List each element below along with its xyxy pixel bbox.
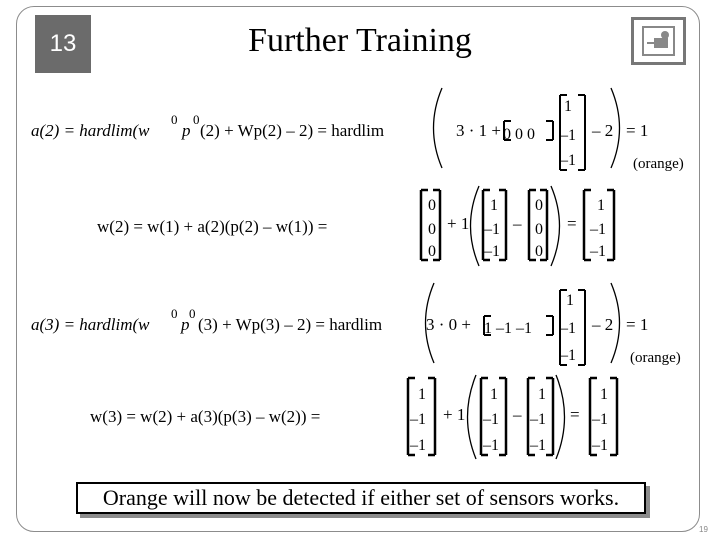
eq4-a-0: 1 xyxy=(418,386,426,403)
eq1-minus: – 2 xyxy=(591,121,613,140)
eq3-minus: – 2 xyxy=(591,315,613,334)
eq4-a-1: –1 xyxy=(409,411,426,428)
network-logo-icon xyxy=(631,17,686,65)
eq2-a-0: 0 xyxy=(428,197,436,214)
equation-w3: w(3) = w(2) + a(3)(p(3) – w(2)) = 1 –1 –… xyxy=(90,374,619,460)
eq2-p-1: –1 xyxy=(483,221,500,238)
eq2-res-2: –1 xyxy=(589,243,606,260)
eq3-col-0: 1 xyxy=(566,292,574,309)
equation-a3: a(3) = hardlim(w 0 p 0 (3) + Wp(3) – 2) … xyxy=(31,282,681,366)
eq1-term: 3 · 1 + xyxy=(456,121,501,140)
eq4-p-1: –1 xyxy=(482,411,499,428)
eq1-row: 0 0 0 xyxy=(503,126,535,143)
eq2-plus1: + 1 xyxy=(447,214,469,233)
eq4-p-2: –1 xyxy=(482,437,499,454)
eq2-equals: = xyxy=(567,214,577,233)
eq3-mid: (3) + Wp(3) – 2) = hardlim xyxy=(198,315,382,334)
eq4-plus1: + 1 xyxy=(443,405,465,424)
equation-a2: a(2) = hardlim(w 0 p 0 (2) + Wp(2) – 2) … xyxy=(31,87,684,172)
eq2-b-1: 0 xyxy=(535,221,543,238)
eq1-sup2: 0 xyxy=(193,112,200,127)
eq1-lhs: a(2) = hardlim(w xyxy=(31,121,150,140)
eq4-minus: – xyxy=(512,405,522,424)
eq1-sup1: 0 xyxy=(171,112,178,127)
eq4-a-2: –1 xyxy=(409,437,426,454)
eq3-sup1: 0 xyxy=(171,306,178,321)
equation-w2: w(2) = w(1) + a(2)(p(2) – w(1)) = 0 0 0 … xyxy=(97,185,616,267)
conclusion-callout: Orange will now be detected if either se… xyxy=(76,482,646,514)
eq3-col-2: –1 xyxy=(559,347,576,364)
eq4-b-2: –1 xyxy=(529,437,546,454)
eq2-minus: – xyxy=(512,214,522,233)
slide-frame xyxy=(16,6,700,532)
eq3-sup2: 0 xyxy=(189,306,196,321)
eq2-res-1: –1 xyxy=(589,221,606,238)
slide-number: 13 xyxy=(49,30,77,57)
eq4-res-2: –1 xyxy=(591,437,608,454)
eq3-term: 3 · 0 + xyxy=(426,315,471,334)
eq2-a-1: 0 xyxy=(428,221,436,238)
eq2-p-2: –1 xyxy=(483,243,500,260)
eq1-mid: (2) + Wp(2) – 2) = hardlim xyxy=(200,121,384,140)
eq1-result: = 1 xyxy=(626,121,648,140)
eq1-col-2: –1 xyxy=(559,152,576,169)
eq2-lhs: w(2) = w(1) + a(2)(p(2) – w(1)) = xyxy=(97,217,327,236)
eq3-lhs: a(3) = hardlim(w xyxy=(31,315,150,334)
eq4-b-1: –1 xyxy=(529,411,546,428)
eq4-equals: = xyxy=(570,405,580,424)
eq2-b-0: 0 xyxy=(535,197,543,214)
eq4-lhs: w(3) = w(2) + a(3)(p(3) – w(2)) = xyxy=(90,407,320,426)
eq2-p-0: 1 xyxy=(490,197,498,214)
slide-title: Further Training xyxy=(248,22,472,59)
eq1-col-1: –1 xyxy=(559,127,576,144)
eq1-label: (orange) xyxy=(633,156,684,172)
eq4-res-1: –1 xyxy=(591,411,608,428)
eq3-result: = 1 xyxy=(626,315,648,334)
footer-page-number: 19 xyxy=(699,525,708,534)
eq2-res-0: 1 xyxy=(597,197,605,214)
eq4-p-0: 1 xyxy=(490,386,498,403)
eq3-label: (orange) xyxy=(630,350,681,366)
eq1-p: p xyxy=(181,121,191,140)
eq1-col-0: 1 xyxy=(564,98,572,115)
eq3-col-1: –1 xyxy=(559,320,576,337)
eq3-row: 1 –1 –1 xyxy=(484,320,532,337)
eq2-a-2: 0 xyxy=(428,243,436,260)
eq4-b-0: 1 xyxy=(538,386,546,403)
slide-number-box: 13 xyxy=(35,15,91,73)
eq3-p: p xyxy=(180,315,190,334)
eq2-b-2: 0 xyxy=(535,243,543,260)
eq4-res-0: 1 xyxy=(600,386,608,403)
